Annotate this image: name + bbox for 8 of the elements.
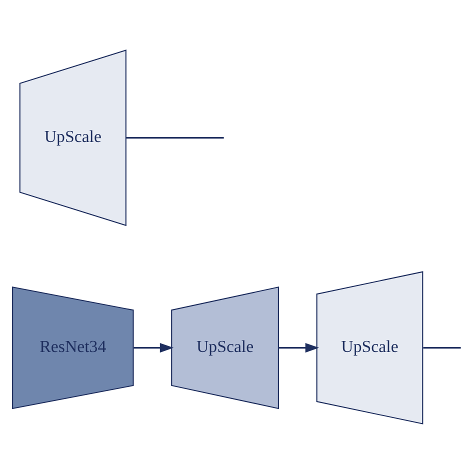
connector <box>126 137 224 139</box>
arrow <box>134 343 174 353</box>
node-box: ResNet34 <box>12 286 134 410</box>
node-box: UpScale <box>171 286 279 410</box>
node-box: UpScale <box>316 271 424 424</box>
arrow <box>278 343 320 353</box>
node-box: UpScale <box>19 50 126 226</box>
connector <box>423 347 461 349</box>
